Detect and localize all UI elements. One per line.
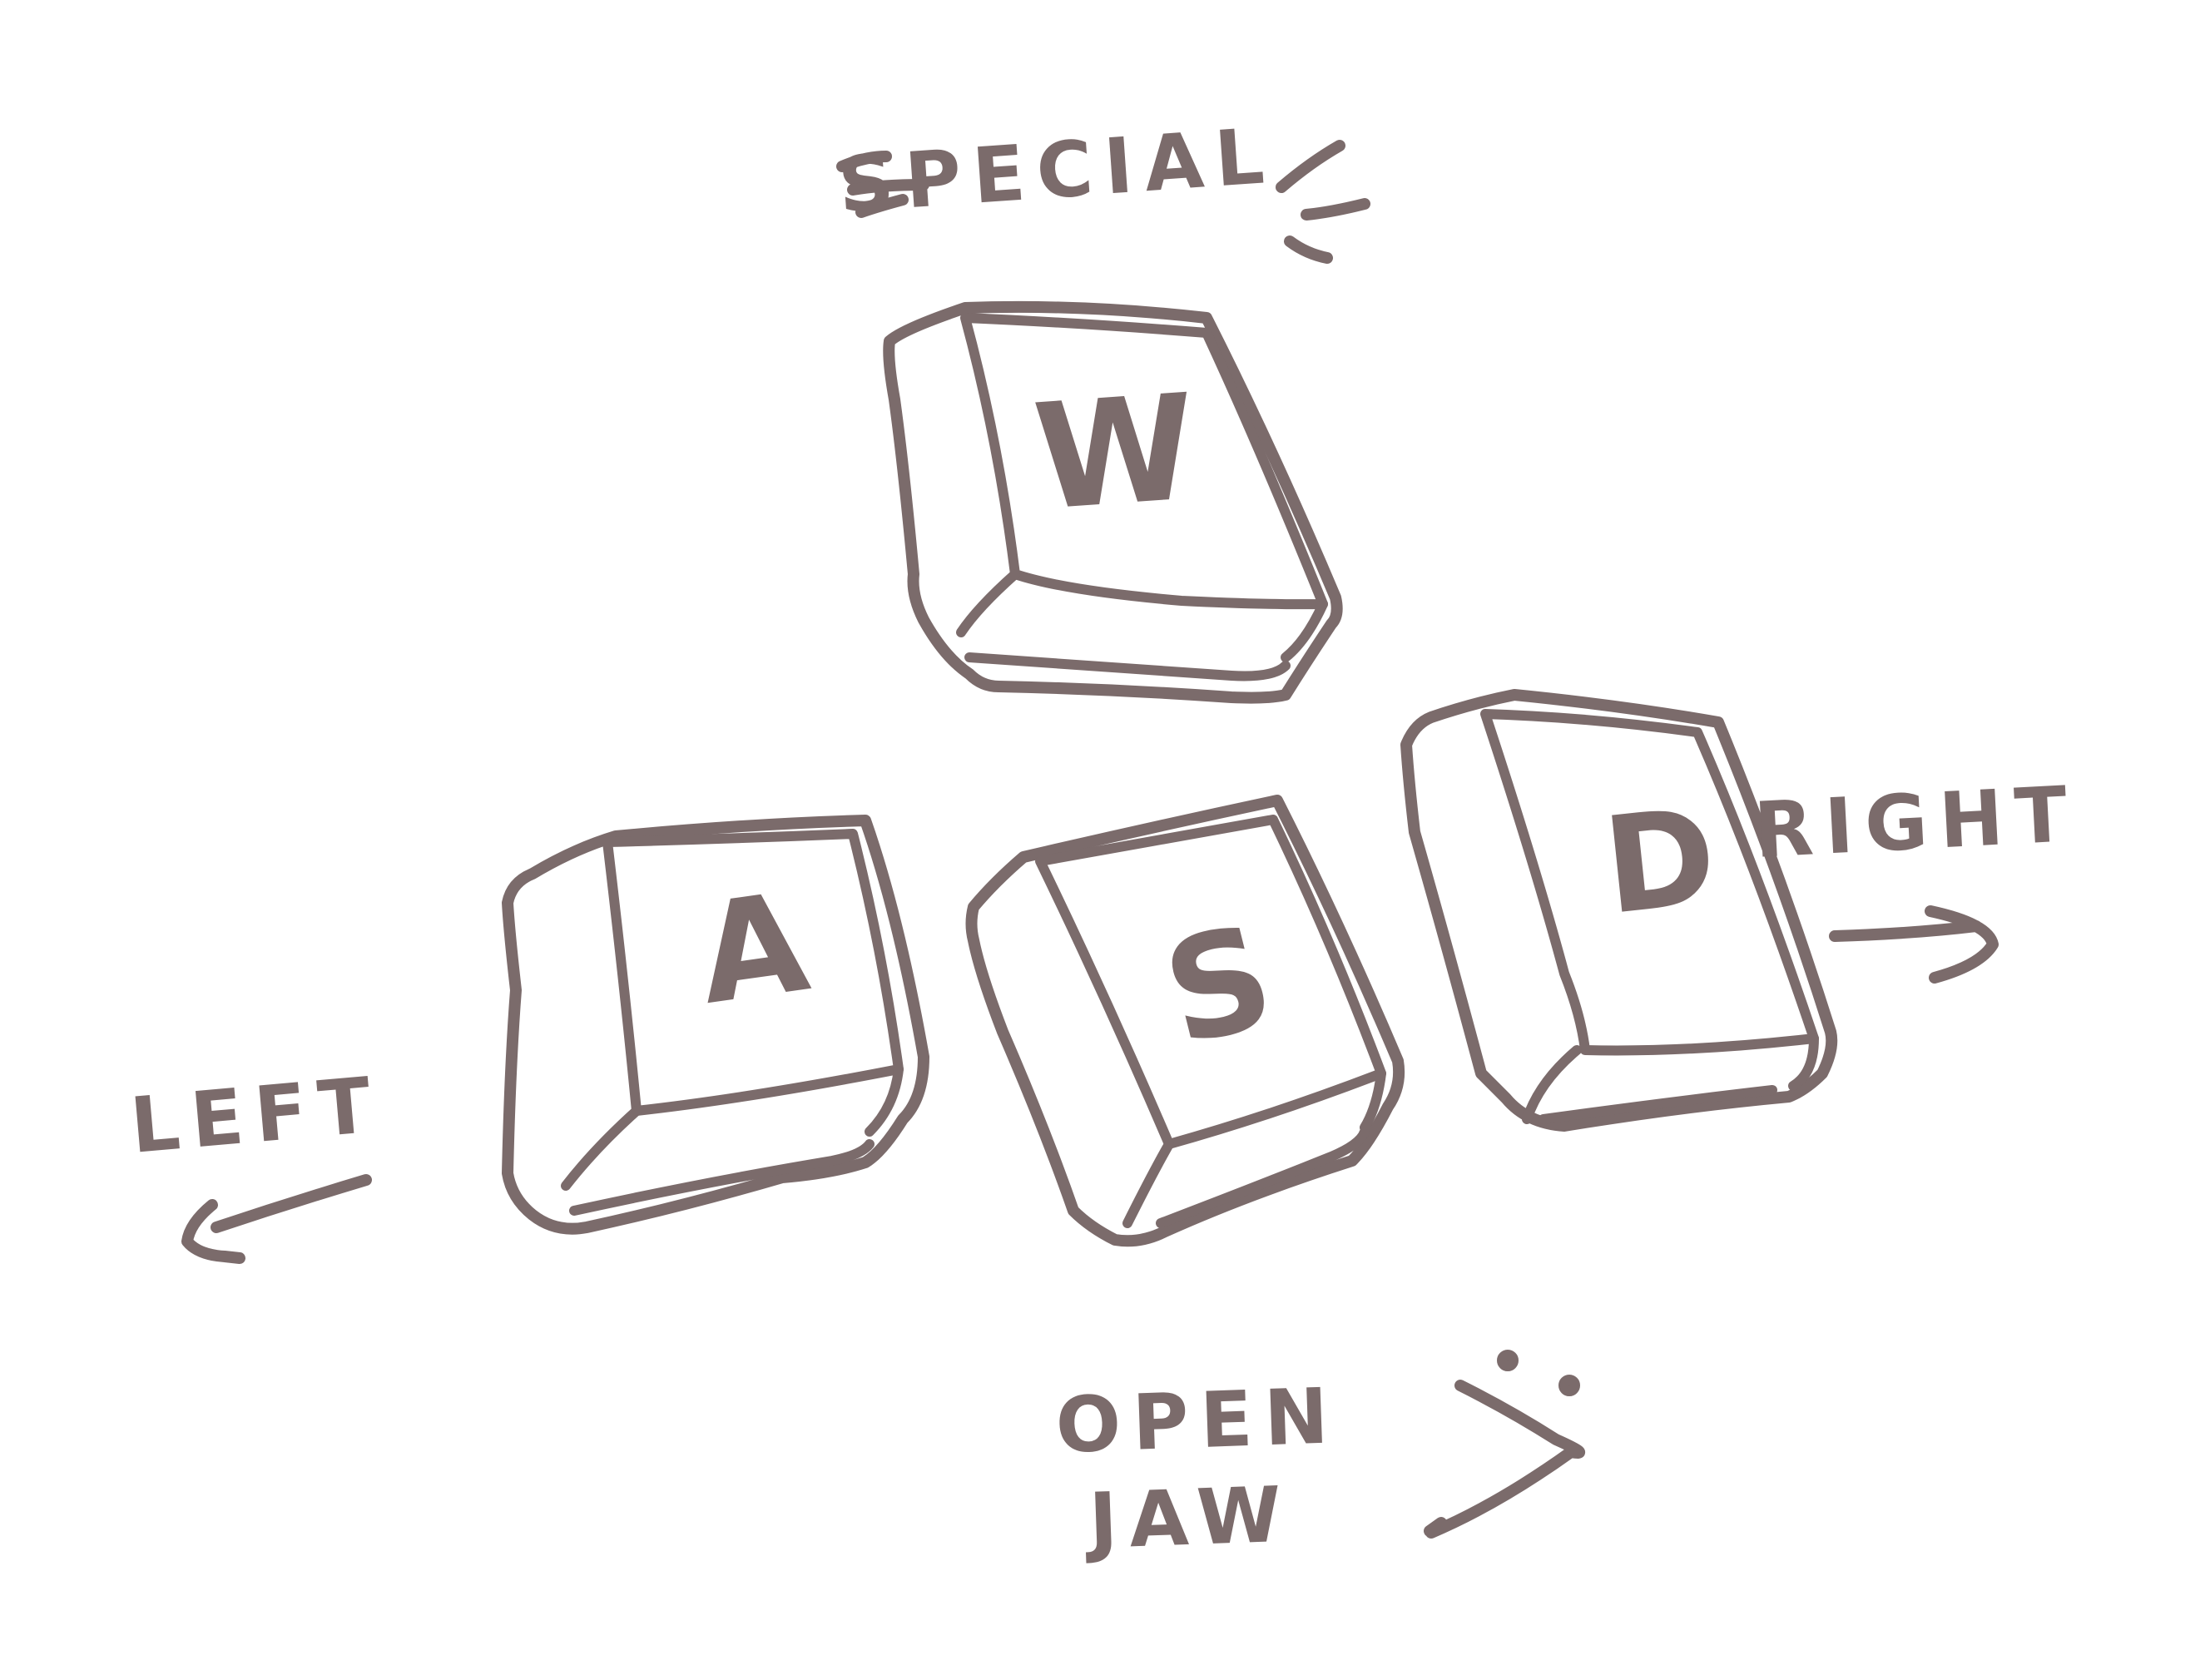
s-key-bevel	[1122, 1068, 1386, 1228]
arrow-right-icon	[1829, 905, 1999, 984]
s-key-letter: S	[1150, 894, 1289, 1078]
d-key-body	[1400, 689, 1838, 1132]
arrow-left-icon	[181, 1174, 372, 1264]
s-key	[965, 795, 1405, 1247]
w-key-body	[883, 300, 1343, 704]
w-key-letter: W	[1029, 364, 1202, 543]
d-key-top-face	[1480, 709, 1819, 1056]
right-label: RIGHT	[1752, 770, 2081, 875]
special-label: SPECIAL	[835, 112, 1278, 230]
open-jaw-label-line2: JAW	[1083, 1470, 1294, 1567]
w-key	[883, 300, 1343, 704]
d-key-letter: D	[1597, 778, 1723, 944]
d-key	[1400, 689, 1838, 1132]
left-label: LEFT	[127, 1060, 386, 1171]
open-jaw-chevron-icon	[1424, 1350, 1586, 1539]
spark-icon	[836, 140, 1370, 264]
a-key-letter: A	[689, 862, 816, 1035]
a-key-body	[502, 815, 929, 1235]
d-key-bevel	[1522, 1033, 1819, 1124]
a-key	[502, 815, 929, 1235]
open-jaw-label-line1: OPEN	[1054, 1371, 1341, 1470]
a-key-bevel	[561, 1064, 904, 1216]
s-key-body	[965, 795, 1405, 1247]
w-key-bevel	[956, 569, 1328, 681]
w-key-top-face	[960, 313, 1328, 610]
